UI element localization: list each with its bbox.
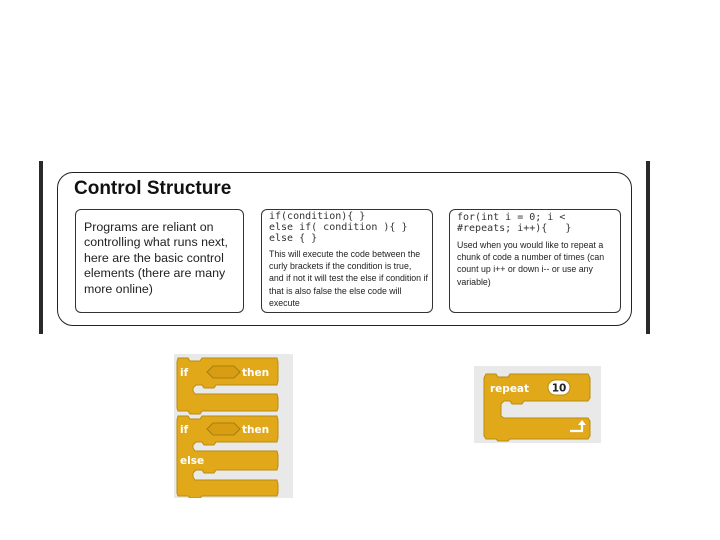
then-label: then xyxy=(242,367,269,379)
intro-panel: Programs are reliant on controlling what… xyxy=(75,209,244,313)
right-border-bar xyxy=(646,161,650,334)
for-loop-panel: for(int i = 0; i < #repeats; i++){ } Use… xyxy=(449,209,621,313)
repeat-count-input[interactable] xyxy=(547,379,571,396)
if-else-code: if(condition){ } else if( condition ){ }… xyxy=(269,211,408,244)
if-then-block[interactable]: if then xyxy=(176,357,279,415)
for-loop-code: for(int i = 0; i < #repeats; i++){ } xyxy=(457,212,572,234)
card-title: Control Structure xyxy=(74,178,232,199)
condition-slot[interactable] xyxy=(206,365,241,379)
if-label: if xyxy=(180,367,189,379)
for-loop-description: Used when you would like to repeat a chu… xyxy=(457,240,605,287)
left-border-bar xyxy=(39,161,43,334)
else-label: else xyxy=(180,455,204,467)
repeat-count: 10 xyxy=(552,383,567,395)
intro-text: Programs are reliant on controlling what… xyxy=(84,220,228,296)
if-else-description: This will execute the code between the c… xyxy=(269,249,428,308)
if-label: if xyxy=(180,424,189,436)
repeat-label: repeat xyxy=(490,383,529,395)
scratch-repeat-block-area: repeat 10 xyxy=(474,366,601,443)
then-label: then xyxy=(242,424,269,436)
scratch-if-blocks-area: if then if then else xyxy=(174,354,293,499)
control-structure-card: Control Structure Programs are reliant o… xyxy=(57,172,632,326)
scratch-if-blocks: if then if then else xyxy=(176,357,279,499)
if-else-panel: if(condition){ } else if( condition ){ }… xyxy=(261,209,433,313)
loop-arrow-icon xyxy=(570,420,586,433)
scratch-repeat-block[interactable]: repeat 10 xyxy=(474,366,601,443)
condition-slot[interactable] xyxy=(206,422,241,436)
if-then-else-block[interactable]: if then else xyxy=(176,415,279,499)
